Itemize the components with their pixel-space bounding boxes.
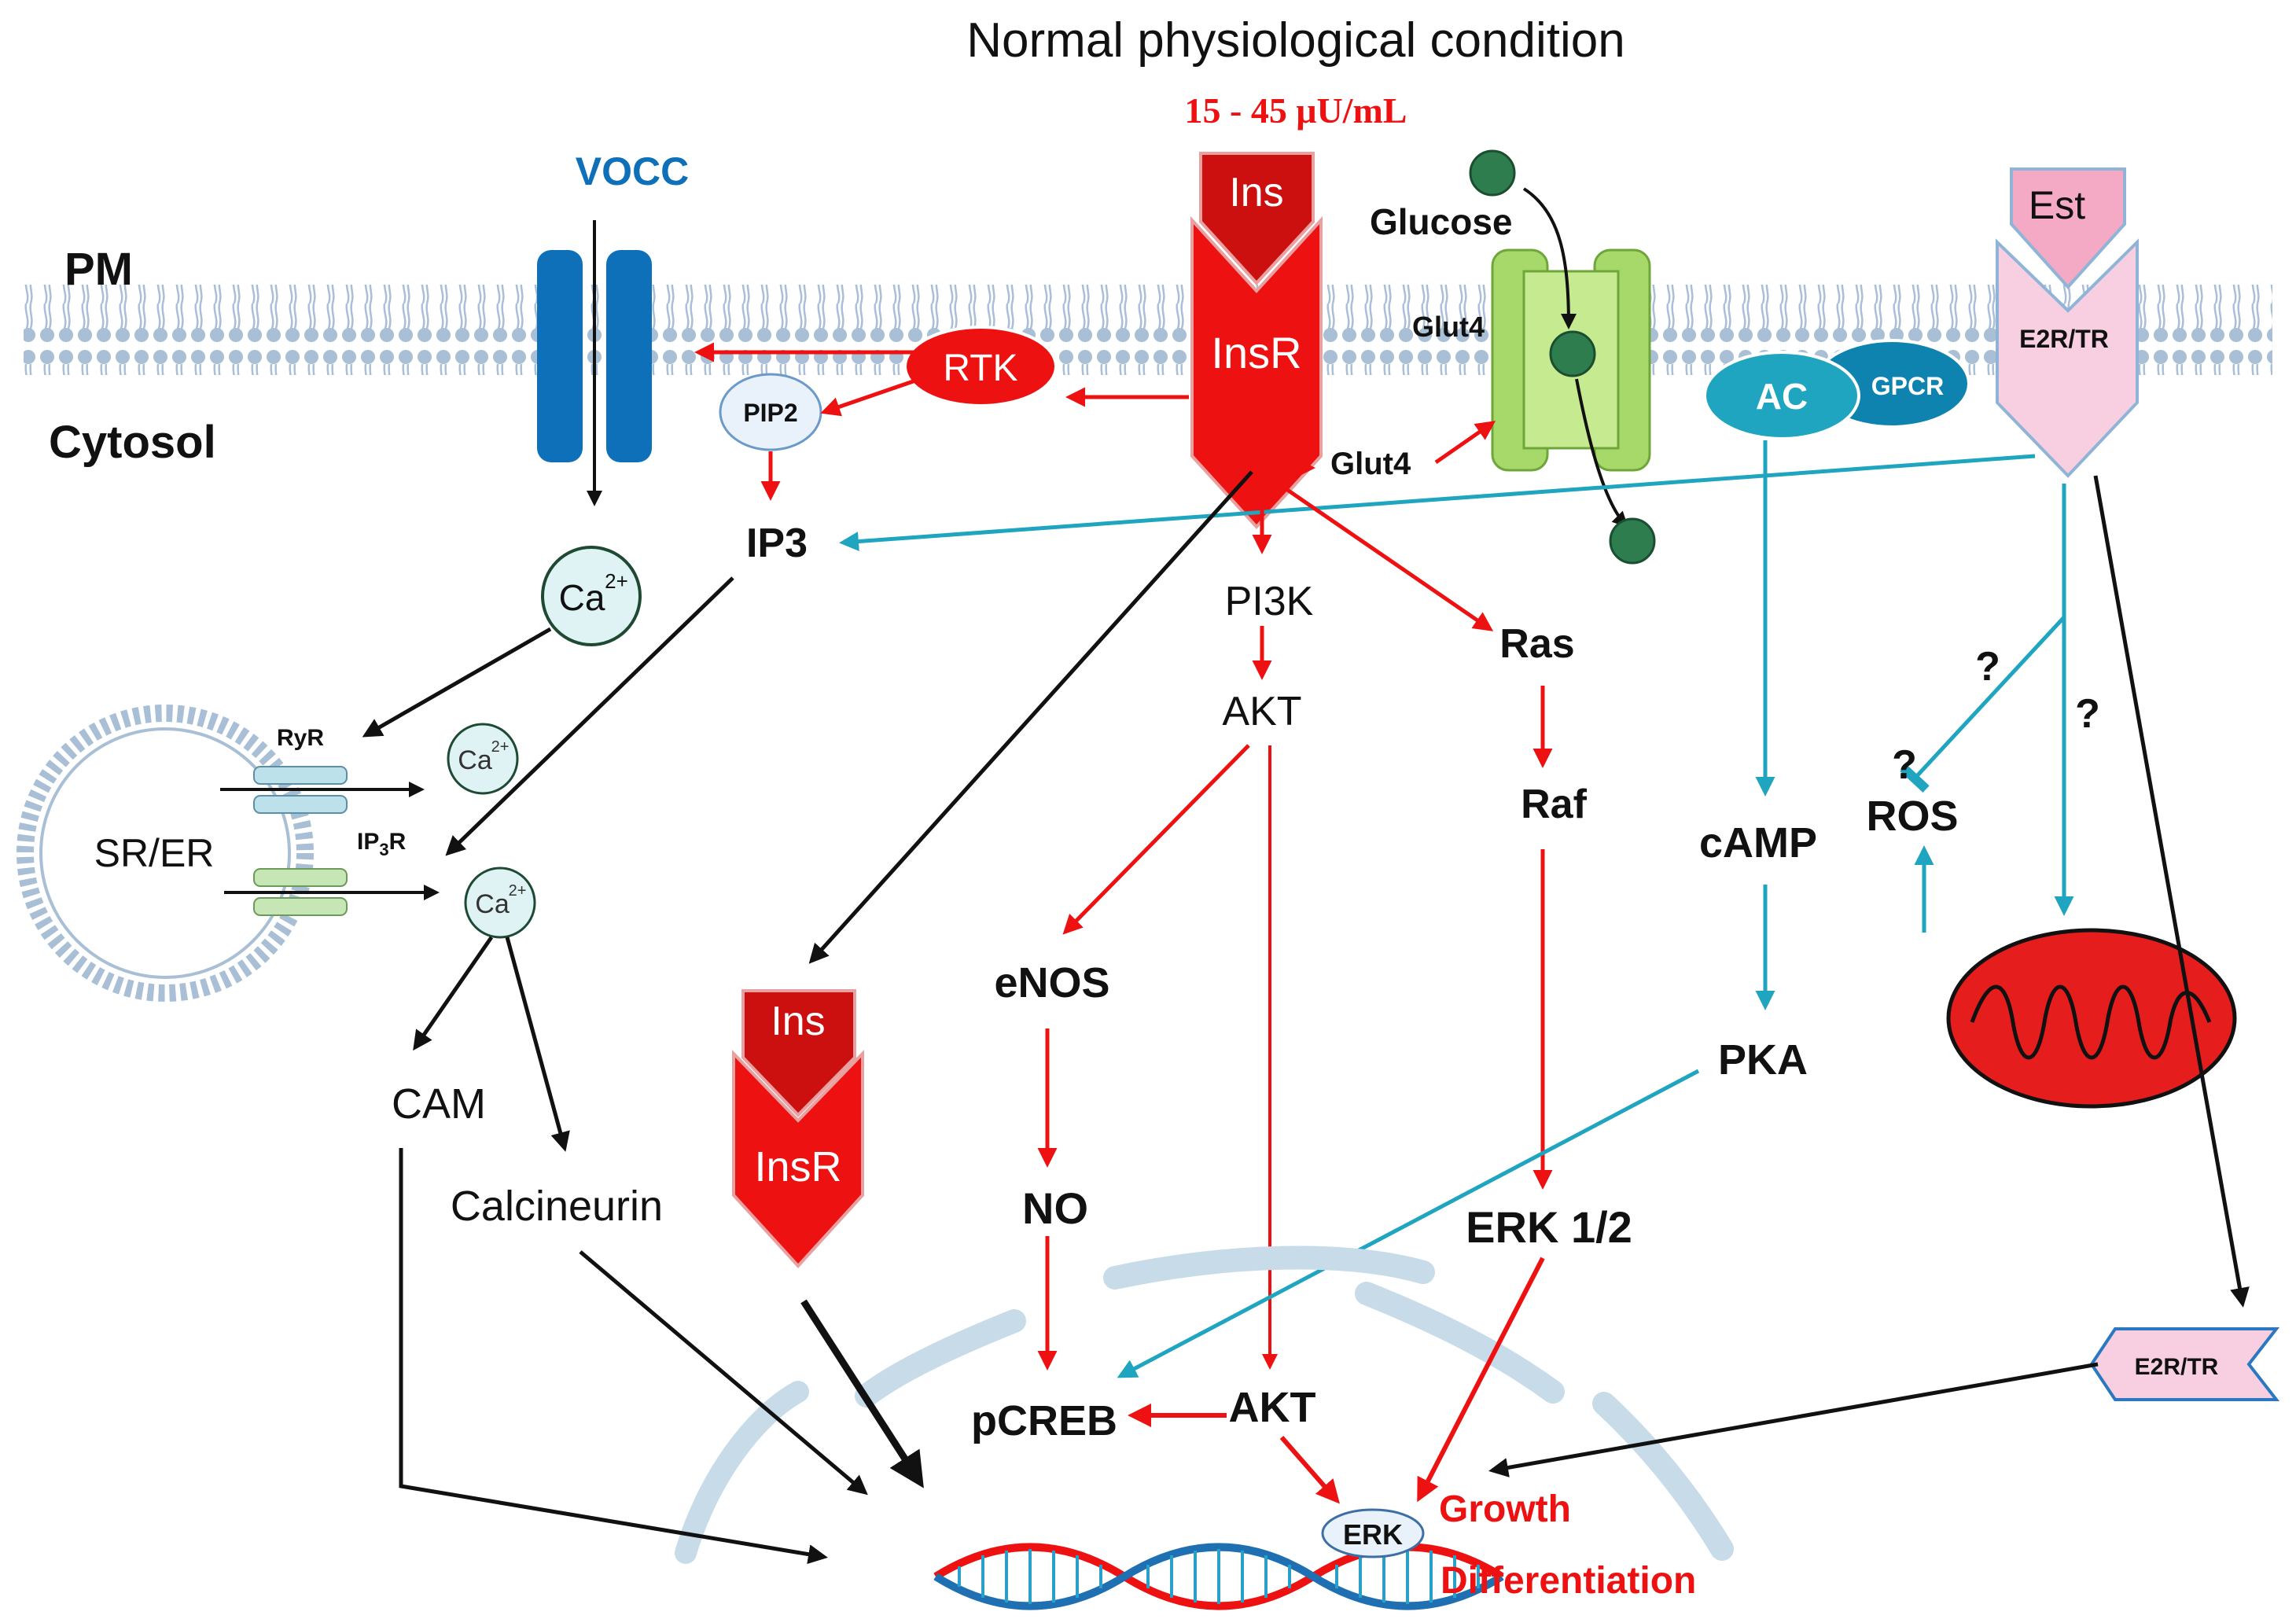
insulin-receptor-complex: [1190, 152, 1323, 529]
est-label: Est: [2029, 183, 2085, 227]
glucose-label: Glucose: [1370, 201, 1513, 242]
ryr-channel-bottom: [253, 795, 348, 814]
mitochondrion: [1946, 928, 2237, 1109]
glucose-entry-arrow: [1522, 187, 1577, 329]
estrogen-receptor-complex: [1996, 167, 2139, 478]
ac-label: AC: [1756, 376, 1808, 417]
ros-label: ROS: [1866, 793, 1958, 840]
calcineurin-label: Calcineurin: [451, 1183, 663, 1230]
insr-label: InsR: [1211, 328, 1301, 377]
erk12-label: ERK 1/2: [1466, 1202, 1632, 1252]
ca-ryr-circle: [447, 723, 519, 795]
arrow-akt-enos: [1062, 744, 1250, 935]
pip2-label: PIP2: [743, 399, 797, 427]
vocc-label: VOCC: [576, 149, 689, 193]
differentiation-label: Differentiation: [1441, 1560, 1696, 1602]
ip3r-channel-bottom: [253, 897, 348, 916]
growth-label: Growth: [1439, 1488, 1571, 1530]
enos-label: eNOS: [994, 959, 1109, 1006]
ip3r-label: IP3R: [357, 829, 407, 859]
pcreb-label: pCREB: [971, 1397, 1117, 1444]
arrow-calcineurin-dna: [579, 1250, 868, 1496]
akt-nuclear-label: AKT: [1229, 1384, 1316, 1431]
arrow-rtk-pip2: [820, 377, 921, 417]
arrow-ca-calcineurin: [505, 936, 570, 1152]
arrow-insr-dna: [800, 1299, 924, 1488]
sr-er-label: SR/ER: [94, 831, 215, 875]
ip3-label: IP3: [746, 521, 808, 566]
ryr-label: RyR: [277, 725, 324, 751]
pm-label: PM: [64, 244, 133, 295]
cam-label: CAM: [392, 1080, 486, 1128]
arrow-glut4-translocation: [1434, 421, 1496, 465]
e2r-tr-nuclear-label: E2R/TR: [2135, 1354, 2219, 1380]
ins-internal-label: Ins: [771, 999, 825, 1044]
rtk-label: RTK: [943, 348, 1017, 389]
ca-ip3r-label: Ca: [475, 889, 510, 919]
insr-internal-label: InsR: [754, 1143, 841, 1190]
ip3r-channel-top: [253, 868, 348, 887]
glucose-molecule-channel: [1549, 330, 1596, 377]
akt-label: AKT: [1222, 689, 1301, 734]
ryr-channel-top: [253, 766, 348, 785]
question-mark-inhibition: ?: [1975, 644, 2000, 690]
glucose-exit-arrow: [1575, 378, 1628, 528]
gpcr-label: GPCR: [1871, 372, 1944, 400]
ca-cyto-circle: [541, 546, 642, 646]
erk-oval: [1321, 1508, 1425, 1558]
sr-er-organelle: [17, 705, 314, 1002]
ca-cyto-label: Ca: [559, 577, 605, 618]
arrow-ca-cam: [413, 936, 494, 1051]
dna-helix: [933, 1543, 1504, 1610]
raf-label: Raf: [1521, 782, 1587, 827]
sr-er-inner-membrane: [39, 727, 291, 979]
ca-ryr-sup: 2+: [491, 738, 510, 756]
arrow-insr-internalization: [808, 470, 1253, 964]
ras-label: Ras: [1499, 621, 1574, 667]
arrow-cam-dna: [399, 1148, 828, 1565]
arrow-e2r-nuclear-dna: [1488, 1362, 2099, 1477]
ca-ip3r-circle: [464, 867, 536, 939]
glut4-membrane-label: Glut4: [1412, 311, 1485, 343]
arrow-ca-ryr: [362, 627, 552, 738]
question-mark-mitochondrion: ?: [2075, 691, 2100, 737]
cytosol-label: Cytosol: [49, 417, 216, 468]
glut4-transporter: [1491, 248, 1651, 472]
ca-cyto-sup: 2+: [605, 569, 628, 593]
ins-label: Ins: [1229, 170, 1283, 215]
arrow-erk12-erk: [1417, 1257, 1545, 1503]
glucose-molecule-inside: [1609, 517, 1656, 565]
glucose-molecule-outside: [1469, 149, 1516, 197]
arrow-e2r-ip3: [839, 454, 2036, 552]
ac-oval: [1703, 351, 1860, 440]
camp-label: cAMP: [1699, 819, 1817, 867]
pi3k-label: PI3K: [1225, 579, 1314, 624]
question-mark-ros: ?: [1892, 742, 1917, 788]
rtk-oval: [903, 326, 1058, 407]
nuclear-envelope: [675, 1246, 1734, 1564]
inhibition-e2r-ros: [1900, 616, 2066, 793]
ca-ip3r-sup: 2+: [509, 882, 527, 900]
arrow-pka-pcreb: [1117, 1069, 1700, 1378]
concentration-label: 15 - 45 μU/mL: [1185, 90, 1407, 131]
diagram-title: Normal physiological condition: [966, 13, 1624, 68]
vocc-channel: [537, 220, 652, 506]
ca-ryr-label: Ca: [458, 745, 492, 775]
no-label: NO: [1022, 1183, 1088, 1233]
arrow-akt-erk: [1279, 1436, 1340, 1504]
internalized-insulin-receptor: [732, 989, 864, 1268]
pka-label: PKA: [1718, 1036, 1808, 1084]
e2r-tr-label: E2R/TR: [2019, 325, 2109, 353]
arrow-ip3-ip3r: [445, 576, 734, 856]
erk-label: ERK: [1343, 1518, 1403, 1551]
arrow-e2r-nuclear: [2093, 475, 2250, 1308]
glut4-cyto-label: Glut4: [1330, 447, 1411, 481]
arrow-insr-ras: [1280, 484, 1494, 631]
